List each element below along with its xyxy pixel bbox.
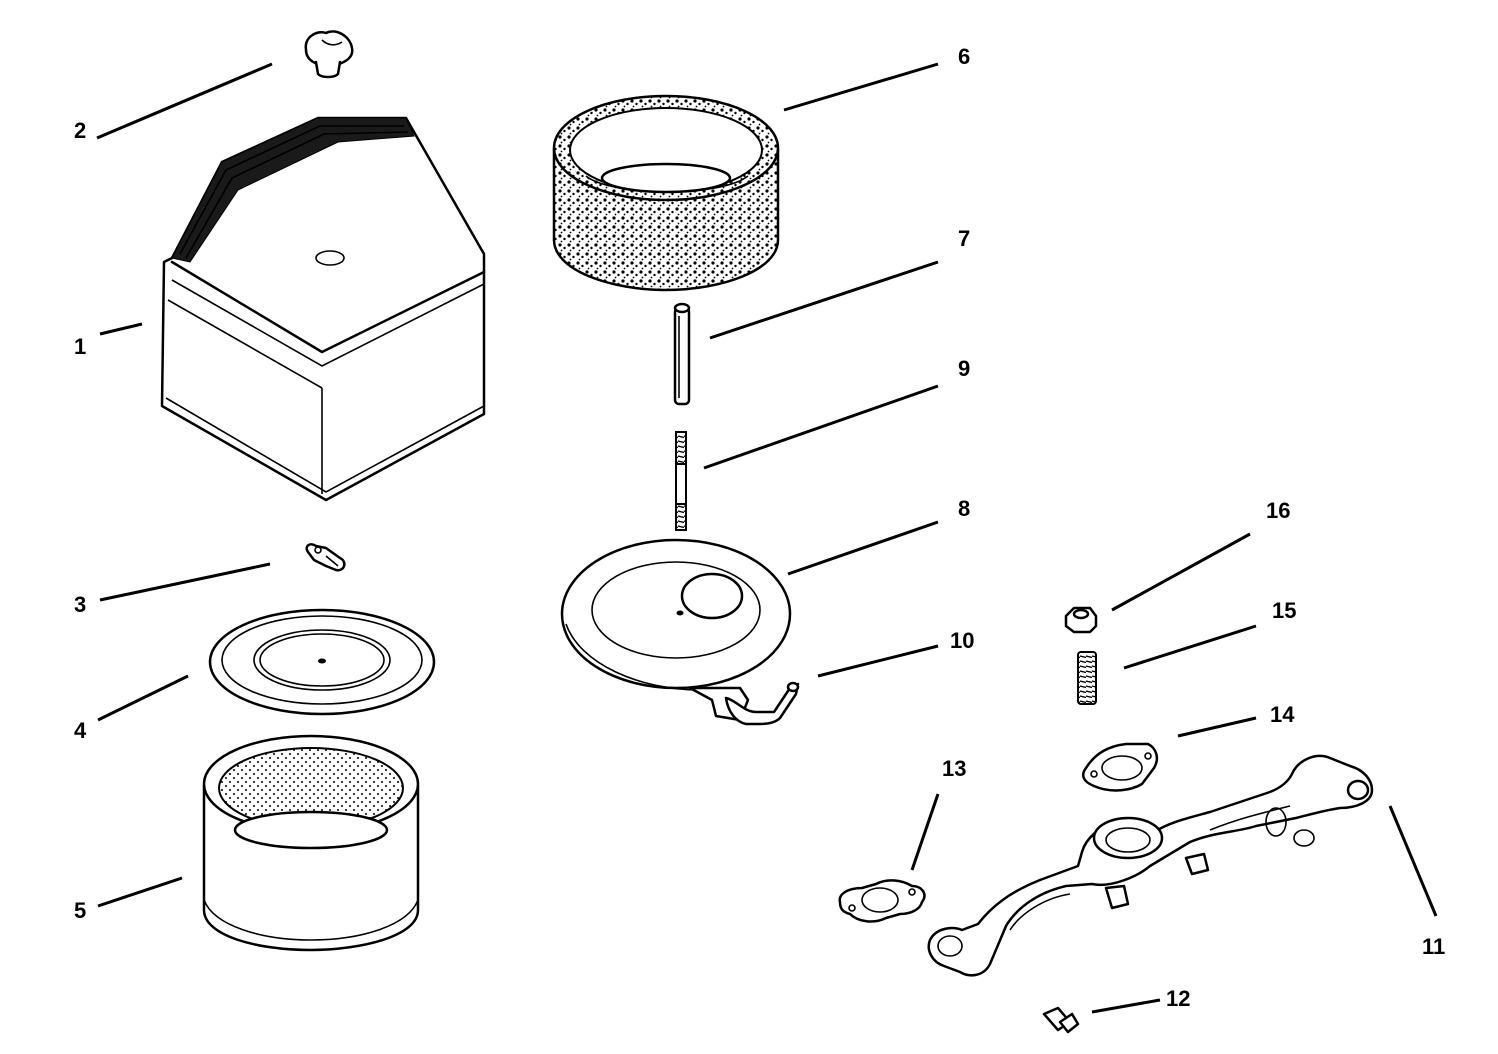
leader-lines [96, 62, 1438, 1014]
callout-3: 3 [74, 592, 86, 617]
leader-15 [1123, 624, 1257, 670]
leader-16 [1111, 532, 1251, 612]
callout-8: 8 [958, 496, 970, 521]
callout-13: 13 [942, 756, 966, 781]
leader-8 [787, 520, 939, 576]
callout-6: 6 [958, 44, 970, 69]
leader-11 [1388, 805, 1438, 917]
paper-cartridge [202, 734, 420, 952]
wing-nut [305, 543, 346, 572]
callout-1: 1 [74, 334, 86, 359]
screw [1042, 1006, 1080, 1034]
leader-5 [97, 876, 183, 908]
leader-9 [703, 384, 939, 470]
cartridge-cover-plate [208, 608, 436, 716]
manifold-gasket [838, 879, 926, 923]
callout-4: 4 [74, 718, 87, 743]
leader-2 [96, 62, 273, 140]
intake-manifold [927, 754, 1374, 977]
leader-12 [1091, 998, 1161, 1014]
base-plate [560, 538, 792, 691]
callout-14: 14 [1270, 702, 1295, 727]
threaded-stud [675, 431, 687, 531]
callout-11: 11 [1422, 934, 1445, 959]
leader-10 [817, 644, 939, 678]
leader-6 [783, 62, 939, 112]
callout-labels: 1 2 3 4 5 6 7 8 9 10 11 12 13 14 15 16 [74, 44, 1445, 1011]
callout-10: 10 [950, 628, 974, 653]
callout-9: 9 [958, 356, 970, 381]
callout-7: 7 [958, 226, 970, 251]
leader-4 [97, 674, 189, 722]
breather-tube [688, 681, 800, 726]
callout-16: 16 [1266, 498, 1290, 523]
leader-1 [99, 322, 143, 336]
spacer-tube [673, 302, 691, 406]
callout-15: 15 [1272, 598, 1296, 623]
nut [1064, 606, 1098, 634]
leader-3 [99, 562, 271, 602]
callout-5: 5 [74, 898, 86, 923]
leader-13 [910, 793, 940, 871]
cover-knob [304, 30, 354, 79]
foam-precleaner [552, 94, 780, 292]
callout-2: 2 [74, 118, 86, 143]
carburetor-gasket [1082, 742, 1159, 792]
leader-14 [1177, 716, 1257, 738]
callout-12: 12 [1166, 986, 1190, 1011]
stud [1077, 651, 1097, 705]
air-cleaner-cover [160, 116, 486, 502]
leader-7 [709, 260, 939, 340]
